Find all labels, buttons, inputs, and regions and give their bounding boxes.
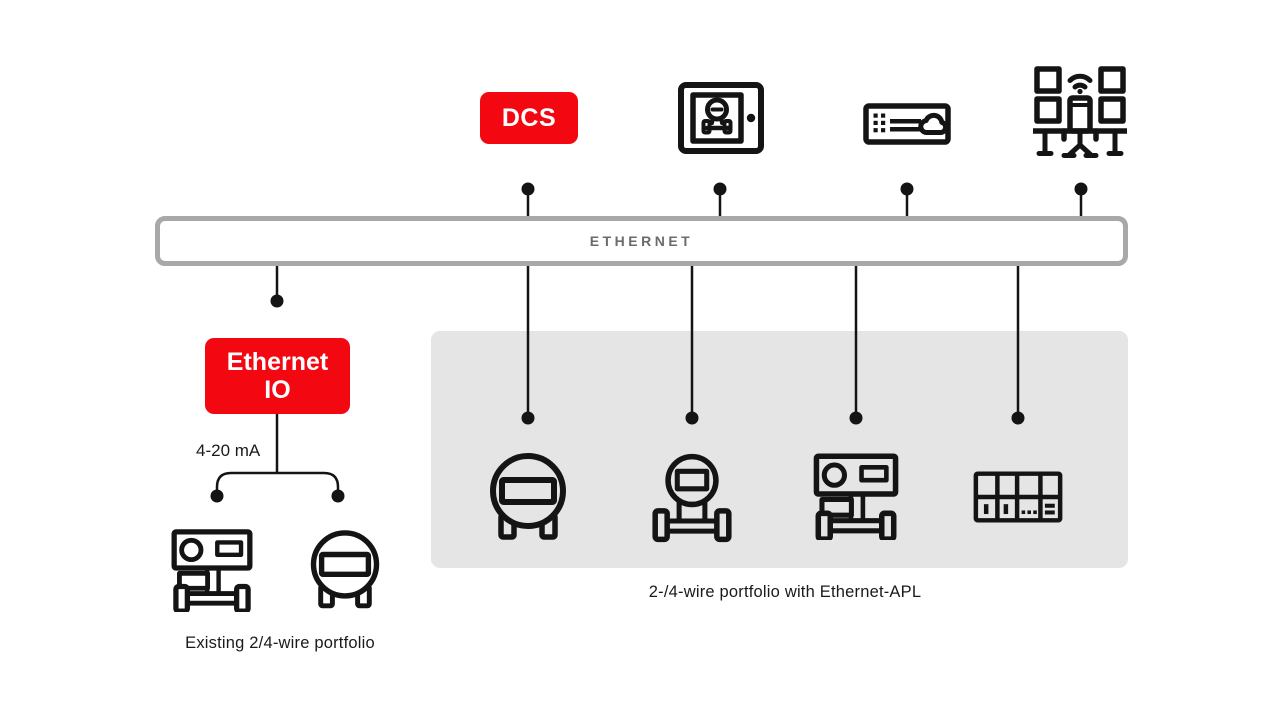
workstation-icon — [1033, 60, 1127, 162]
apl-portfolio-caption: 2-/4-wire portfolio with Ethernet-APL — [648, 583, 922, 601]
apl-panel — [431, 331, 1128, 568]
round-transmitter-icon — [646, 452, 738, 544]
ethernet-io-label-line2: IO — [264, 376, 291, 404]
ethernet-io-node: Ethernet IO — [205, 338, 350, 414]
remote-io-icon — [973, 471, 1063, 523]
ethernet-io-label-line1: Ethernet — [226, 348, 329, 376]
operator-panel-icon — [677, 79, 765, 157]
flowmeter-icon — [478, 444, 578, 546]
existing-portfolio-caption: Existing 2/4-wire portfolio — [185, 634, 375, 652]
edge-gateway-icon — [863, 103, 951, 145]
dcs-node: DCS — [480, 92, 578, 144]
dcs-label: DCS — [501, 103, 557, 132]
ethernet-bus: ETHERNET — [155, 216, 1128, 266]
level-transmitter-icon — [168, 522, 256, 614]
current-loop-label: 4-20 mA — [196, 441, 261, 460]
level-transmitter-icon — [810, 448, 902, 540]
flowmeter-icon — [300, 522, 390, 614]
loop-bracket — [215, 471, 340, 490]
ethernet-bus-label: ETHERNET — [589, 233, 694, 249]
